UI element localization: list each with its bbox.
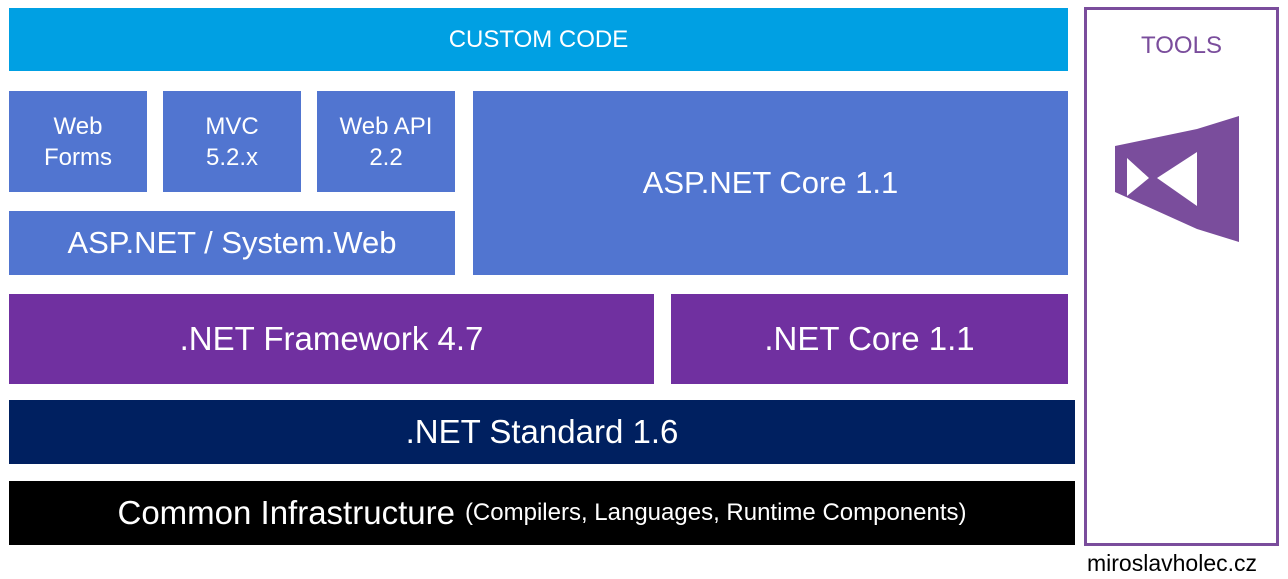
- net-core-block: .NET Core 1.1: [671, 294, 1068, 384]
- common-infrastructure-label: Common Infrastructure: [117, 494, 455, 531]
- web-api-block: Web API 2.2: [317, 91, 455, 192]
- web-forms-line-2: Forms: [44, 143, 112, 171]
- web-api-line-2: 2.2: [369, 143, 403, 171]
- net-core-label: .NET Core 1.1: [764, 320, 975, 357]
- net-framework-label: .NET Framework 4.7: [179, 320, 484, 357]
- net-framework-block: .NET Framework 4.7: [9, 294, 654, 384]
- visual-studio-icon: [1115, 116, 1239, 242]
- mvc-line-1: MVC: [205, 112, 259, 140]
- credit-text: miroslavholec.cz: [1087, 550, 1257, 576]
- mvc-line-2: 5.2.x: [205, 143, 259, 171]
- custom-code-layer: CUSTOM CODE: [9, 8, 1068, 71]
- tools-label: TOOLS: [1141, 32, 1222, 59]
- common-infrastructure-detail: (Compilers, Languages, Runtime Component…: [464, 499, 967, 526]
- web-api-line-1: Web API: [339, 112, 433, 140]
- system-web-block: ASP.NET / System.Web: [9, 211, 455, 275]
- web-forms-block: Web Forms: [9, 91, 147, 192]
- net-standard-block: .NET Standard 1.6: [9, 400, 1075, 464]
- aspnet-core-block: ASP.NET Core 1.1: [473, 91, 1068, 275]
- tools-panel: TOOLS: [1084, 7, 1279, 546]
- aspnet-core-label: ASP.NET Core 1.1: [642, 165, 899, 200]
- web-forms-line-1: Web: [53, 112, 103, 140]
- net-standard-label: .NET Standard 1.6: [405, 413, 679, 450]
- system-web-label: ASP.NET / System.Web: [67, 225, 397, 260]
- mvc-block: MVC 5.2.x: [163, 91, 301, 192]
- common-infrastructure-block: Common Infrastructure (Compilers, Langua…: [9, 481, 1075, 545]
- custom-code-label: CUSTOM CODE: [448, 25, 629, 53]
